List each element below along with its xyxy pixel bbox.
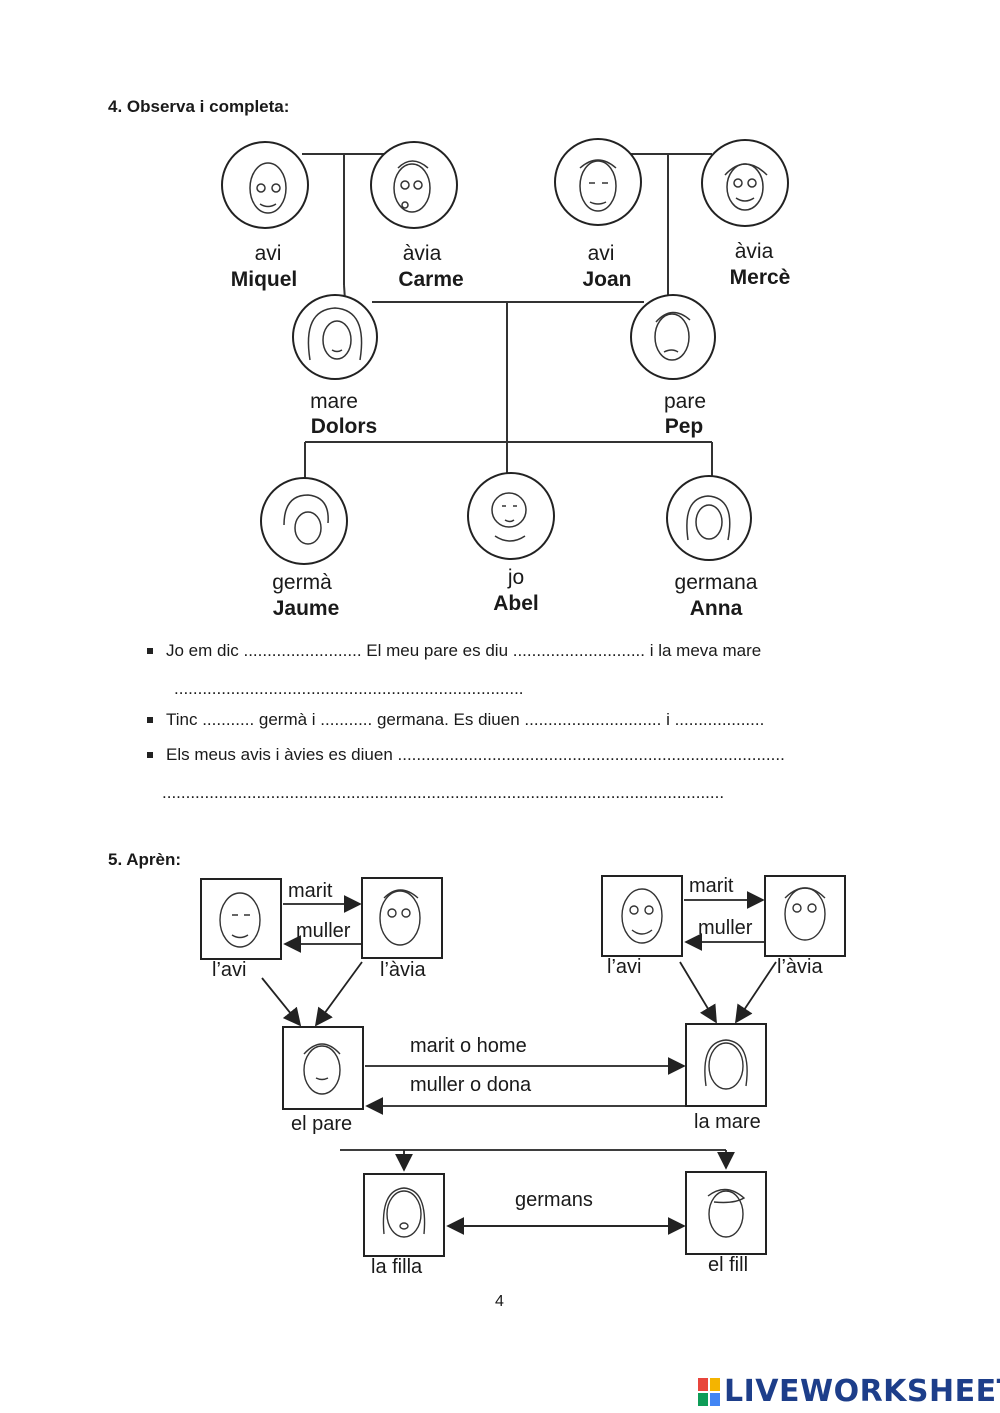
label-marit-home: marit o home [410, 1035, 527, 1057]
label-el-pare: el pare [291, 1113, 353, 1135]
portrait-merce [701, 139, 789, 227]
portrait-dolors [292, 294, 378, 380]
section5-heading: 5. Aprèn: [108, 850, 182, 869]
label-avi-right: l’avi [607, 956, 642, 978]
label-muller-dona: muller o dona [410, 1074, 532, 1096]
label-la-mare: la mare [694, 1111, 761, 1133]
exercise-line-3b[interactable]: ........................................… [162, 783, 725, 802]
member-name-pep: Pep [664, 415, 704, 438]
bullet [147, 752, 153, 758]
member-role-anna: germana [674, 571, 758, 594]
portrait-pep [630, 294, 716, 380]
box-fill [685, 1171, 767, 1255]
member-role-pep: pare [663, 390, 707, 413]
member-role-merce: àvia [734, 240, 774, 263]
page-number: 4 [495, 1293, 504, 1310]
member-role-miquel: avi [254, 242, 282, 265]
label-avia-left: l’àvia [380, 959, 426, 981]
portrait-jaume [260, 477, 348, 565]
member-role-abel: jo [507, 566, 525, 589]
member-name-miquel: Miquel [230, 268, 298, 291]
member-name-abel: Abel [493, 592, 539, 615]
member-name-joan: Joan [582, 268, 632, 291]
brand-logo[interactable]: LIVEWORKSHEETS [698, 1374, 1000, 1410]
member-role-carme: àvia [402, 242, 442, 265]
portrait-miquel [221, 141, 309, 229]
member-name-carme: Carme [398, 268, 464, 291]
box-pare [282, 1026, 364, 1110]
label-muller-right: muller [698, 917, 753, 939]
exercise-line-2[interactable]: Tinc ........... germà i ........... ger… [166, 710, 765, 729]
member-name-anna: Anna [689, 597, 743, 620]
exercise-line-3[interactable]: Els meus avis i àvies es diuen .........… [166, 745, 785, 764]
member-role-jaume: germà [272, 571, 332, 594]
box-avi-right [601, 875, 683, 957]
section4-heading: 4. Observa i completa: [108, 97, 290, 116]
brand-mark-icon [698, 1378, 720, 1406]
exercise-line-1[interactable]: Jo em dic ......................... El m… [166, 641, 762, 660]
box-filla [363, 1173, 445, 1257]
portrait-abel [467, 472, 555, 560]
label-marit-left: marit [288, 880, 333, 902]
box-avia-right [764, 875, 846, 957]
portrait-joan [554, 138, 642, 226]
bullet [147, 648, 153, 654]
brand-name: LIVEWORKSHEETS [724, 1374, 1000, 1409]
label-el-fill: el fill [708, 1254, 749, 1276]
box-mare [685, 1023, 767, 1107]
label-avi-left: l’avi [212, 959, 247, 981]
exercise-line-1b[interactable]: ........................................… [174, 679, 524, 698]
label-la-filla: la filla [371, 1256, 423, 1278]
member-name-jaume: Jaume [272, 597, 340, 620]
member-name-dolors: Dolors [310, 415, 378, 438]
member-role-joan: avi [587, 242, 615, 265]
member-role-dolors: mare [310, 390, 358, 413]
member-name-merce: Mercè [729, 266, 791, 289]
label-marit-right: marit [689, 875, 734, 897]
label-germans: germans [515, 1189, 593, 1211]
bullet [147, 717, 153, 723]
label-muller-left: muller [296, 920, 351, 942]
label-avia-right: l’àvia [777, 956, 823, 978]
